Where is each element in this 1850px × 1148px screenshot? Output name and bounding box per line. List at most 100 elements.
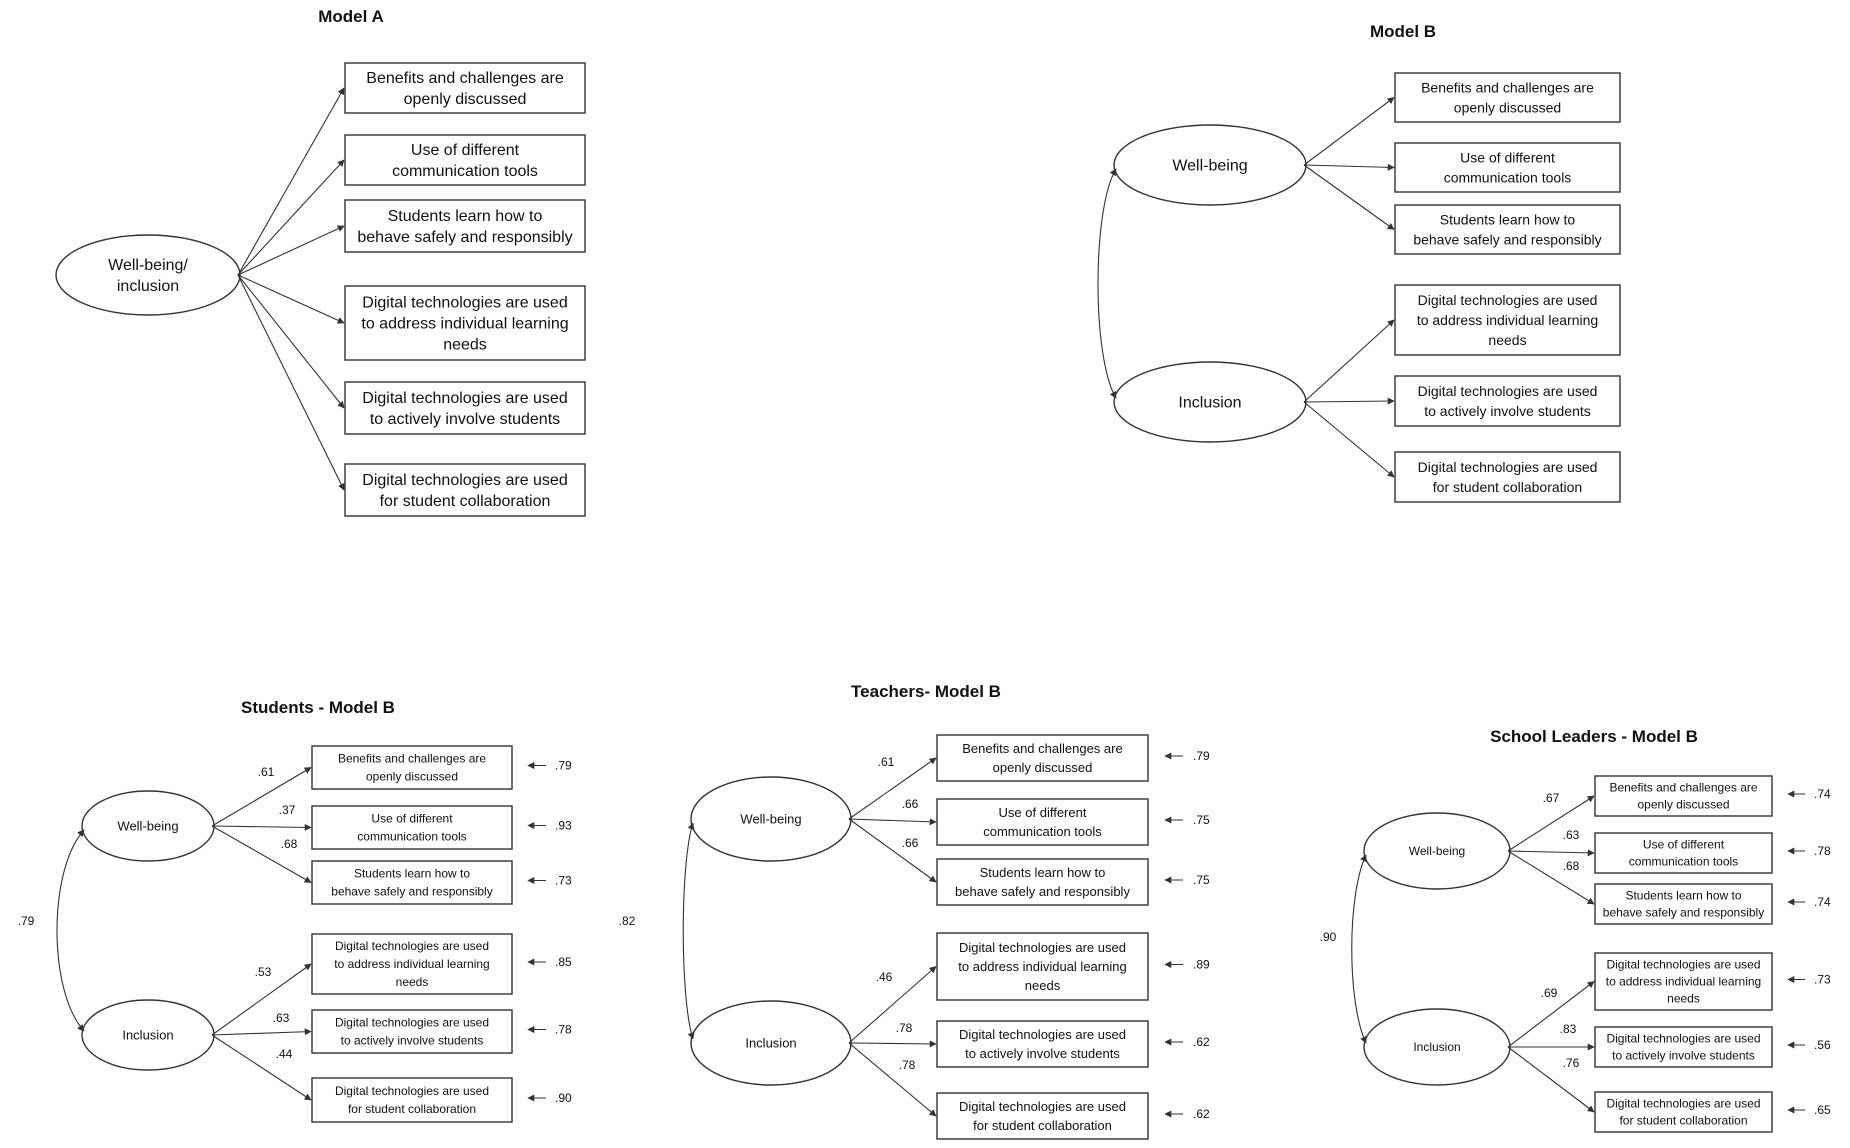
loading-coefficient: .68 [281, 837, 298, 851]
loading-coefficient: .46 [876, 970, 893, 984]
indicator-box [1594, 775, 1773, 817]
loading-coefficient: .67 [1543, 791, 1560, 805]
loading-coefficient: .66 [902, 797, 919, 811]
indicator-box [311, 933, 513, 995]
loading-arrow [1507, 981, 1595, 1048]
factor-correlation-curve [1097, 168, 1117, 399]
model-title: Teachers- Model B [851, 682, 1001, 701]
indicator-box [1594, 952, 1773, 1011]
loading-arrow [1303, 319, 1395, 403]
loading-coefficient: .53 [255, 965, 272, 979]
indicator-box [344, 381, 586, 435]
correlation-label: .79 [18, 914, 35, 928]
indicator-box [1394, 375, 1621, 427]
indicator-box [311, 860, 513, 905]
indicator-box [936, 1092, 1149, 1140]
correlation-label: .82 [619, 914, 636, 928]
latent-factor-label: Inclusion [1413, 1040, 1460, 1054]
error-variance-label: .85 [555, 955, 572, 969]
loading-arrow [1303, 164, 1395, 230]
model-5-group: School Leaders - Model B Benefits and cha… [1320, 727, 1831, 1133]
indicator-box [1594, 1026, 1773, 1068]
loading-arrow [211, 825, 312, 883]
indicator-box [311, 1009, 513, 1054]
loading-coefficient: .44 [276, 1047, 293, 1061]
error-variance-label: .79 [1193, 749, 1210, 763]
model-4-group: Teachers- Model B Benefits and challenges… [619, 682, 1210, 1140]
loading-coefficient: .61 [878, 755, 895, 769]
indicator-box [1594, 832, 1773, 874]
indicator-box [344, 134, 586, 186]
loading-arrow [237, 274, 345, 491]
loading-arrow [211, 1034, 312, 1101]
indicator-box [936, 734, 1149, 782]
indicator-box [936, 858, 1149, 906]
loading-arrow [237, 274, 345, 324]
indicator-box [311, 745, 513, 790]
loading-arrow [211, 963, 312, 1036]
error-variance-label: .75 [1193, 813, 1210, 827]
latent-factor-label: Well-being [1409, 844, 1465, 858]
indicator-box [344, 285, 586, 361]
loading-arrow [1303, 163, 1395, 171]
error-variance-label: .73 [555, 874, 572, 888]
loading-arrow [211, 823, 312, 831]
loading-coefficient: .63 [1563, 828, 1580, 842]
indicator-box [936, 932, 1149, 1001]
loading-arrow [1507, 1046, 1595, 1113]
indicator-box [1394, 451, 1621, 503]
loading-coefficient: .37 [279, 803, 296, 817]
latent-factor-label: Inclusion [745, 1036, 796, 1051]
loading-coefficient: .68 [1563, 859, 1580, 873]
indicator-box [1594, 883, 1773, 925]
indicator-box [311, 805, 513, 850]
error-variance-label: .78 [1814, 844, 1831, 858]
error-variance-label: .74 [1814, 895, 1831, 909]
loading-arrow [848, 1040, 937, 1048]
loading-arrow [848, 818, 937, 826]
error-variance-label: .75 [1193, 873, 1210, 887]
model-title: School Leaders - Model B [1490, 727, 1698, 746]
loading-arrow [1303, 97, 1395, 166]
loading-arrow [1303, 401, 1395, 478]
error-variance-label: .62 [1193, 1035, 1210, 1049]
latent-factor-label: Inclusion [122, 1028, 173, 1043]
loading-arrow [237, 159, 345, 276]
error-variance-label: .78 [555, 1023, 572, 1037]
loading-arrow [848, 757, 937, 820]
loading-coefficient: .78 [899, 1058, 916, 1072]
loading-coefficient: .61 [258, 765, 275, 779]
latent-factor-label: Inclusion [1178, 395, 1241, 412]
indicator-box [936, 798, 1149, 846]
factor-correlation-curve [682, 822, 695, 1040]
loading-coefficient: .66 [902, 836, 919, 850]
loading-arrow [1303, 397, 1395, 405]
indicator-box [344, 62, 586, 114]
loading-arrow [1507, 850, 1595, 905]
correlation-label: .90 [1320, 930, 1337, 944]
